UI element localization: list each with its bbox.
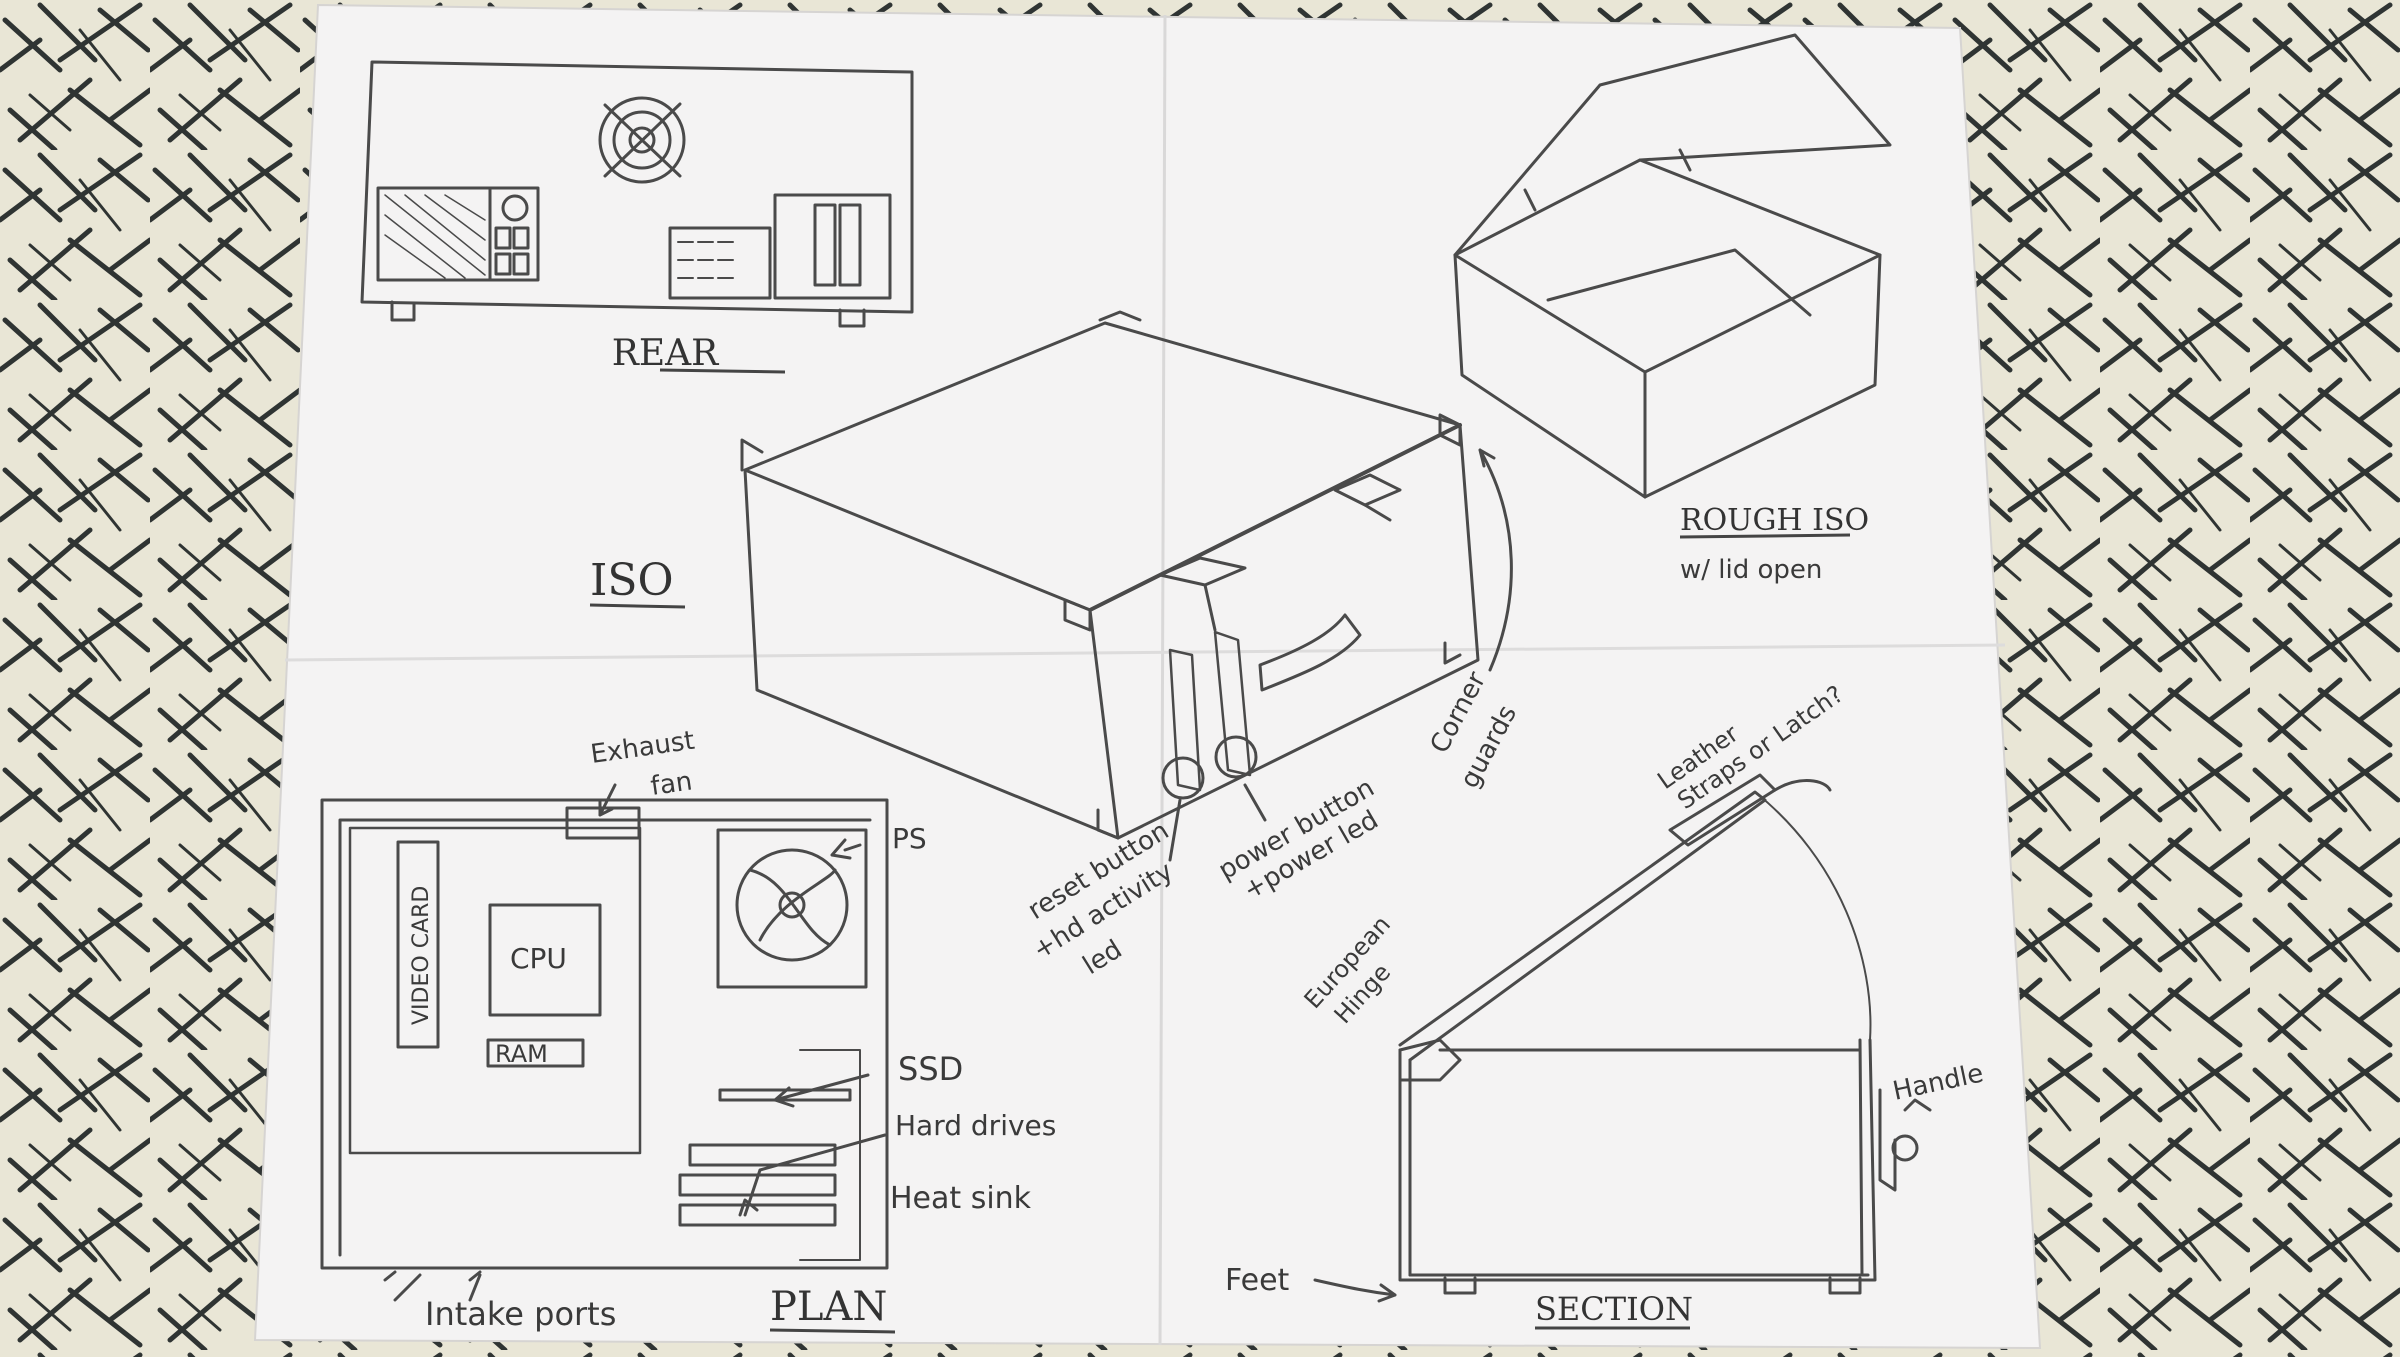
iso-title: ISO [590, 555, 674, 606]
view-titles: REAR ISO ROUGH ISO w/ lid open PLAN SECT… [589, 333, 1869, 1334]
rough-iso-title-underline [1679, 533, 1851, 539]
hard-drives-label: Hard drives [895, 1109, 1056, 1142]
cpu-label: CPU [510, 942, 567, 975]
paper-fold-horizontal [284, 643, 2006, 662]
paper-sheet [253, 3, 2042, 1350]
ram-label: RAM [495, 1040, 548, 1068]
plan-title-underline [769, 1328, 896, 1334]
iso-title-underline [589, 603, 686, 609]
plan-view-drawing [320, 783, 889, 1302]
rear-title: REAR [612, 333, 719, 374]
feet-label: Feet [1225, 1263, 1290, 1298]
ps-label: PS [892, 822, 927, 855]
intake-ports-label: Intake ports [425, 1295, 616, 1333]
rear-title-underline [659, 368, 786, 374]
rear-view-drawing [360, 60, 914, 328]
heat-sink-label: Heat sink [890, 1181, 1032, 1216]
section-title: SECTION [1535, 1290, 1693, 1328]
video-card-label: VIDEO CARD [409, 886, 434, 1025]
exhaust-fan-label-2: fan [649, 766, 694, 801]
paper-fold-vertical [1158, 14, 1167, 1346]
rough-iso-title: ROUGH ISO [1680, 503, 1869, 538]
rough-iso-note: w/ lid open [1680, 555, 1822, 585]
rough-iso-drawing [1453, 33, 1892, 499]
plan-title: PLAN [770, 1284, 887, 1330]
iso-view-drawing [740, 310, 1513, 862]
section-view-drawing [1313, 773, 1932, 1303]
ssd-label: SSD [898, 1050, 963, 1088]
